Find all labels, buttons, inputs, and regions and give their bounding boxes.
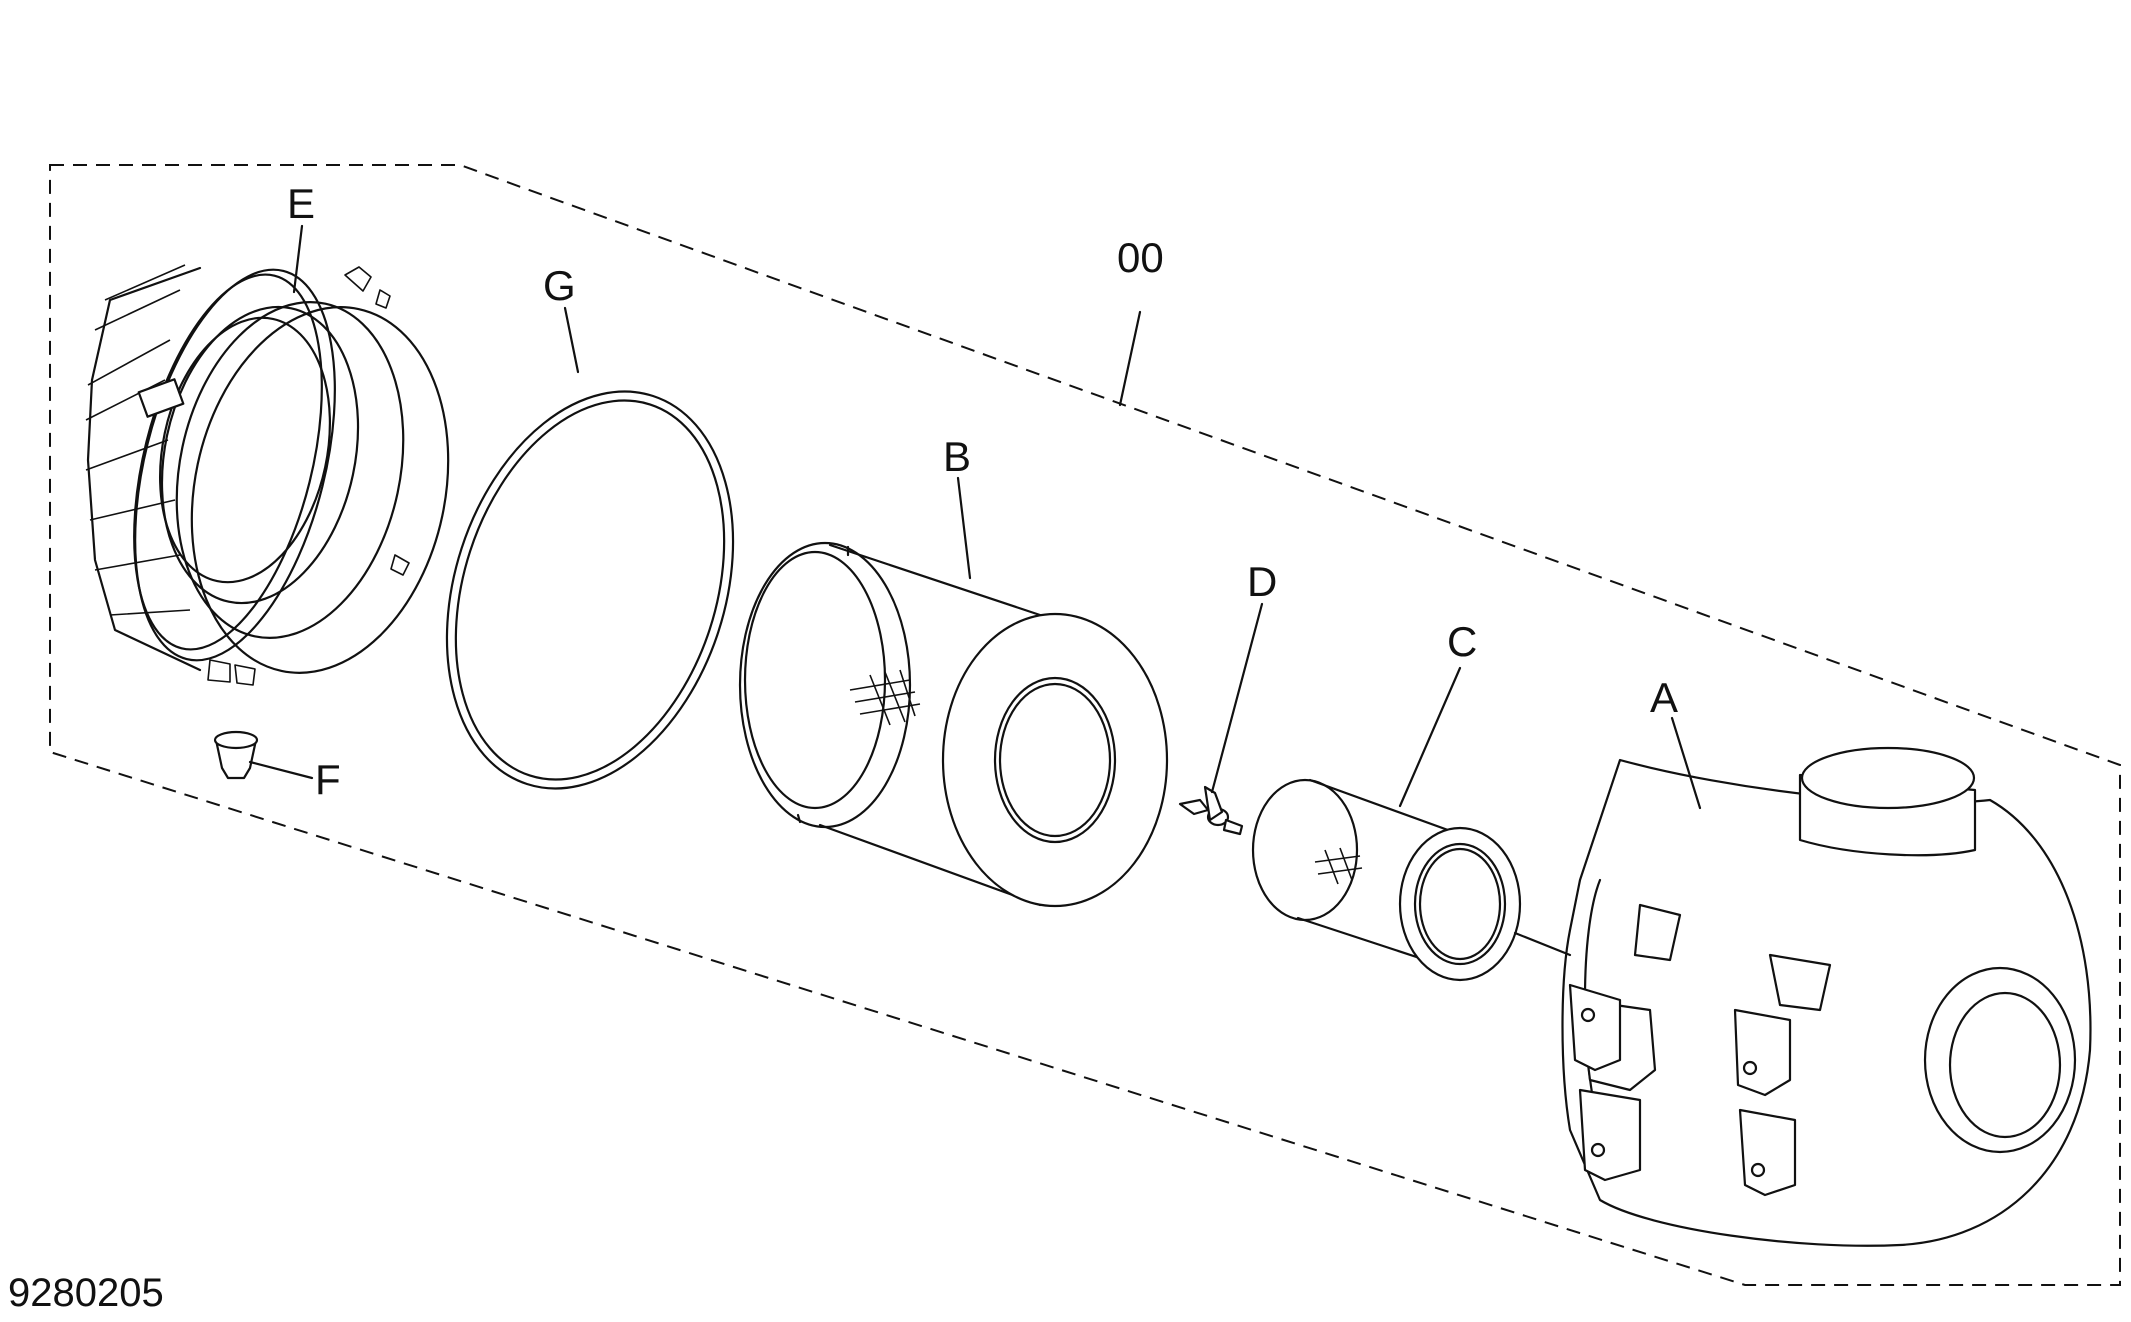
callout-b: B [943, 433, 971, 480]
leader-e [292, 224, 304, 294]
part-c-safety-filter [1251, 778, 1522, 982]
leader-00 [1118, 310, 1142, 407]
leader-b [956, 476, 972, 580]
callout-g: G [543, 262, 576, 309]
part-g-seal-ring [445, 390, 735, 790]
part-a-housing [1513, 746, 2092, 1247]
leader-a [1670, 716, 1702, 810]
leader-c [1398, 666, 1462, 808]
part-d-wing-nut [1178, 785, 1244, 836]
leader-d [1210, 602, 1264, 794]
callout-a: A [1650, 674, 1678, 721]
callout-c: C [1447, 618, 1477, 665]
part-f-valve [213, 730, 259, 780]
callout-e: E [287, 180, 315, 227]
figure-number: 9280205 [8, 1271, 164, 1315]
callout-d: D [1247, 558, 1277, 605]
leader-g [563, 306, 580, 374]
assembly-boundary [49, 164, 2121, 1286]
leader-f [248, 760, 314, 780]
callout-f: F [315, 756, 341, 803]
part-e-cover [85, 264, 450, 686]
part-b-main-filter [738, 541, 1169, 908]
callout-assembly: 00 [1117, 234, 1164, 281]
